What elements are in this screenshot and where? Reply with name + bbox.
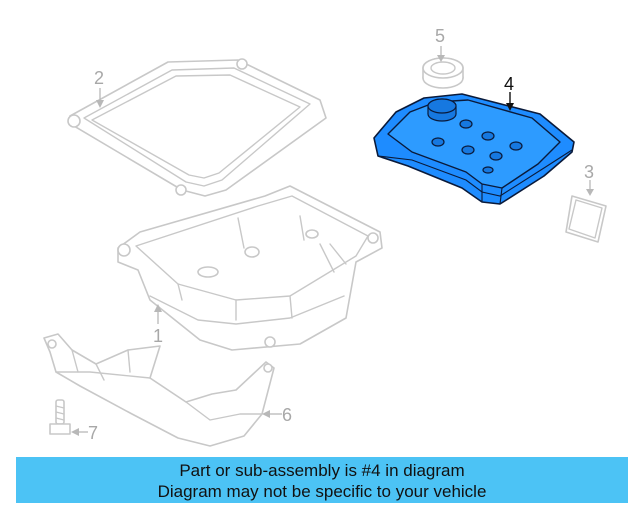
gasket-part-3 [565,195,607,243]
banner-line-2: Diagram may not be specific to your vehi… [157,482,487,501]
oil-pan-part-1 [117,185,383,351]
under-guard-part-6 [43,333,275,447]
banner-line-1: Part or sub-assembly is #4 in diagram [179,461,465,480]
seal-part-5 [422,57,464,89]
callout-3: 3 [584,162,594,182]
info-banner: Part or sub-assembly is #4 in diagram Di… [16,457,628,503]
callout-4: 4 [504,74,514,94]
oil-filter-part-4 [373,93,575,205]
callout-5: 5 [435,26,445,46]
callout-7: 7 [88,423,98,443]
callout-1: 1 [153,326,163,346]
callout-2: 2 [94,68,104,88]
bolt-part-7 [49,399,71,435]
callout-6: 6 [282,405,292,425]
gasket-part-2 [67,58,327,197]
